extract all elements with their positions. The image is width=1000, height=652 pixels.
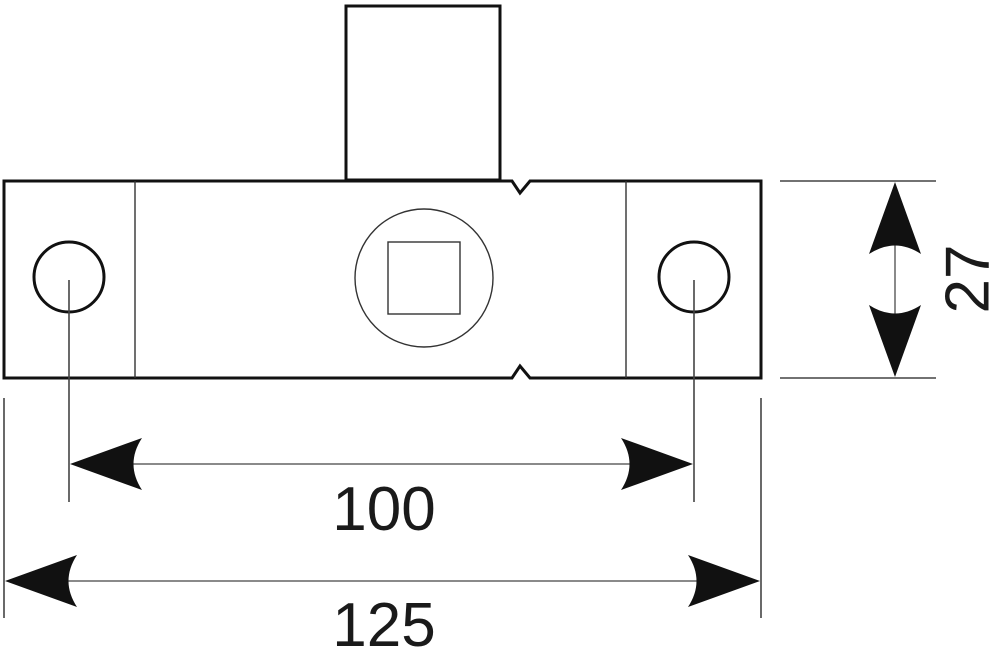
spindle-boss xyxy=(354,208,494,348)
arrowhead-left-100 xyxy=(70,438,142,490)
arrowhead-left-125 xyxy=(5,555,77,607)
arrowhead-bottom-27 xyxy=(869,305,921,377)
dimension-label-125: 125 xyxy=(332,591,435,652)
dimension-height: 27 xyxy=(869,182,1000,377)
dimension-hole-spacing: 100 xyxy=(70,438,693,544)
arrowhead-top-27 xyxy=(869,182,921,254)
arrowhead-right-100 xyxy=(621,438,693,490)
latch-body-outline xyxy=(2,179,763,380)
dimension-label-27: 27 xyxy=(933,245,1000,314)
dimension-label-100: 100 xyxy=(332,475,435,544)
bolt-tongue xyxy=(344,4,502,182)
dimension-overall-width: 125 xyxy=(5,555,760,652)
arrowhead-right-125 xyxy=(688,555,760,607)
square-spindle-hole xyxy=(387,241,461,315)
